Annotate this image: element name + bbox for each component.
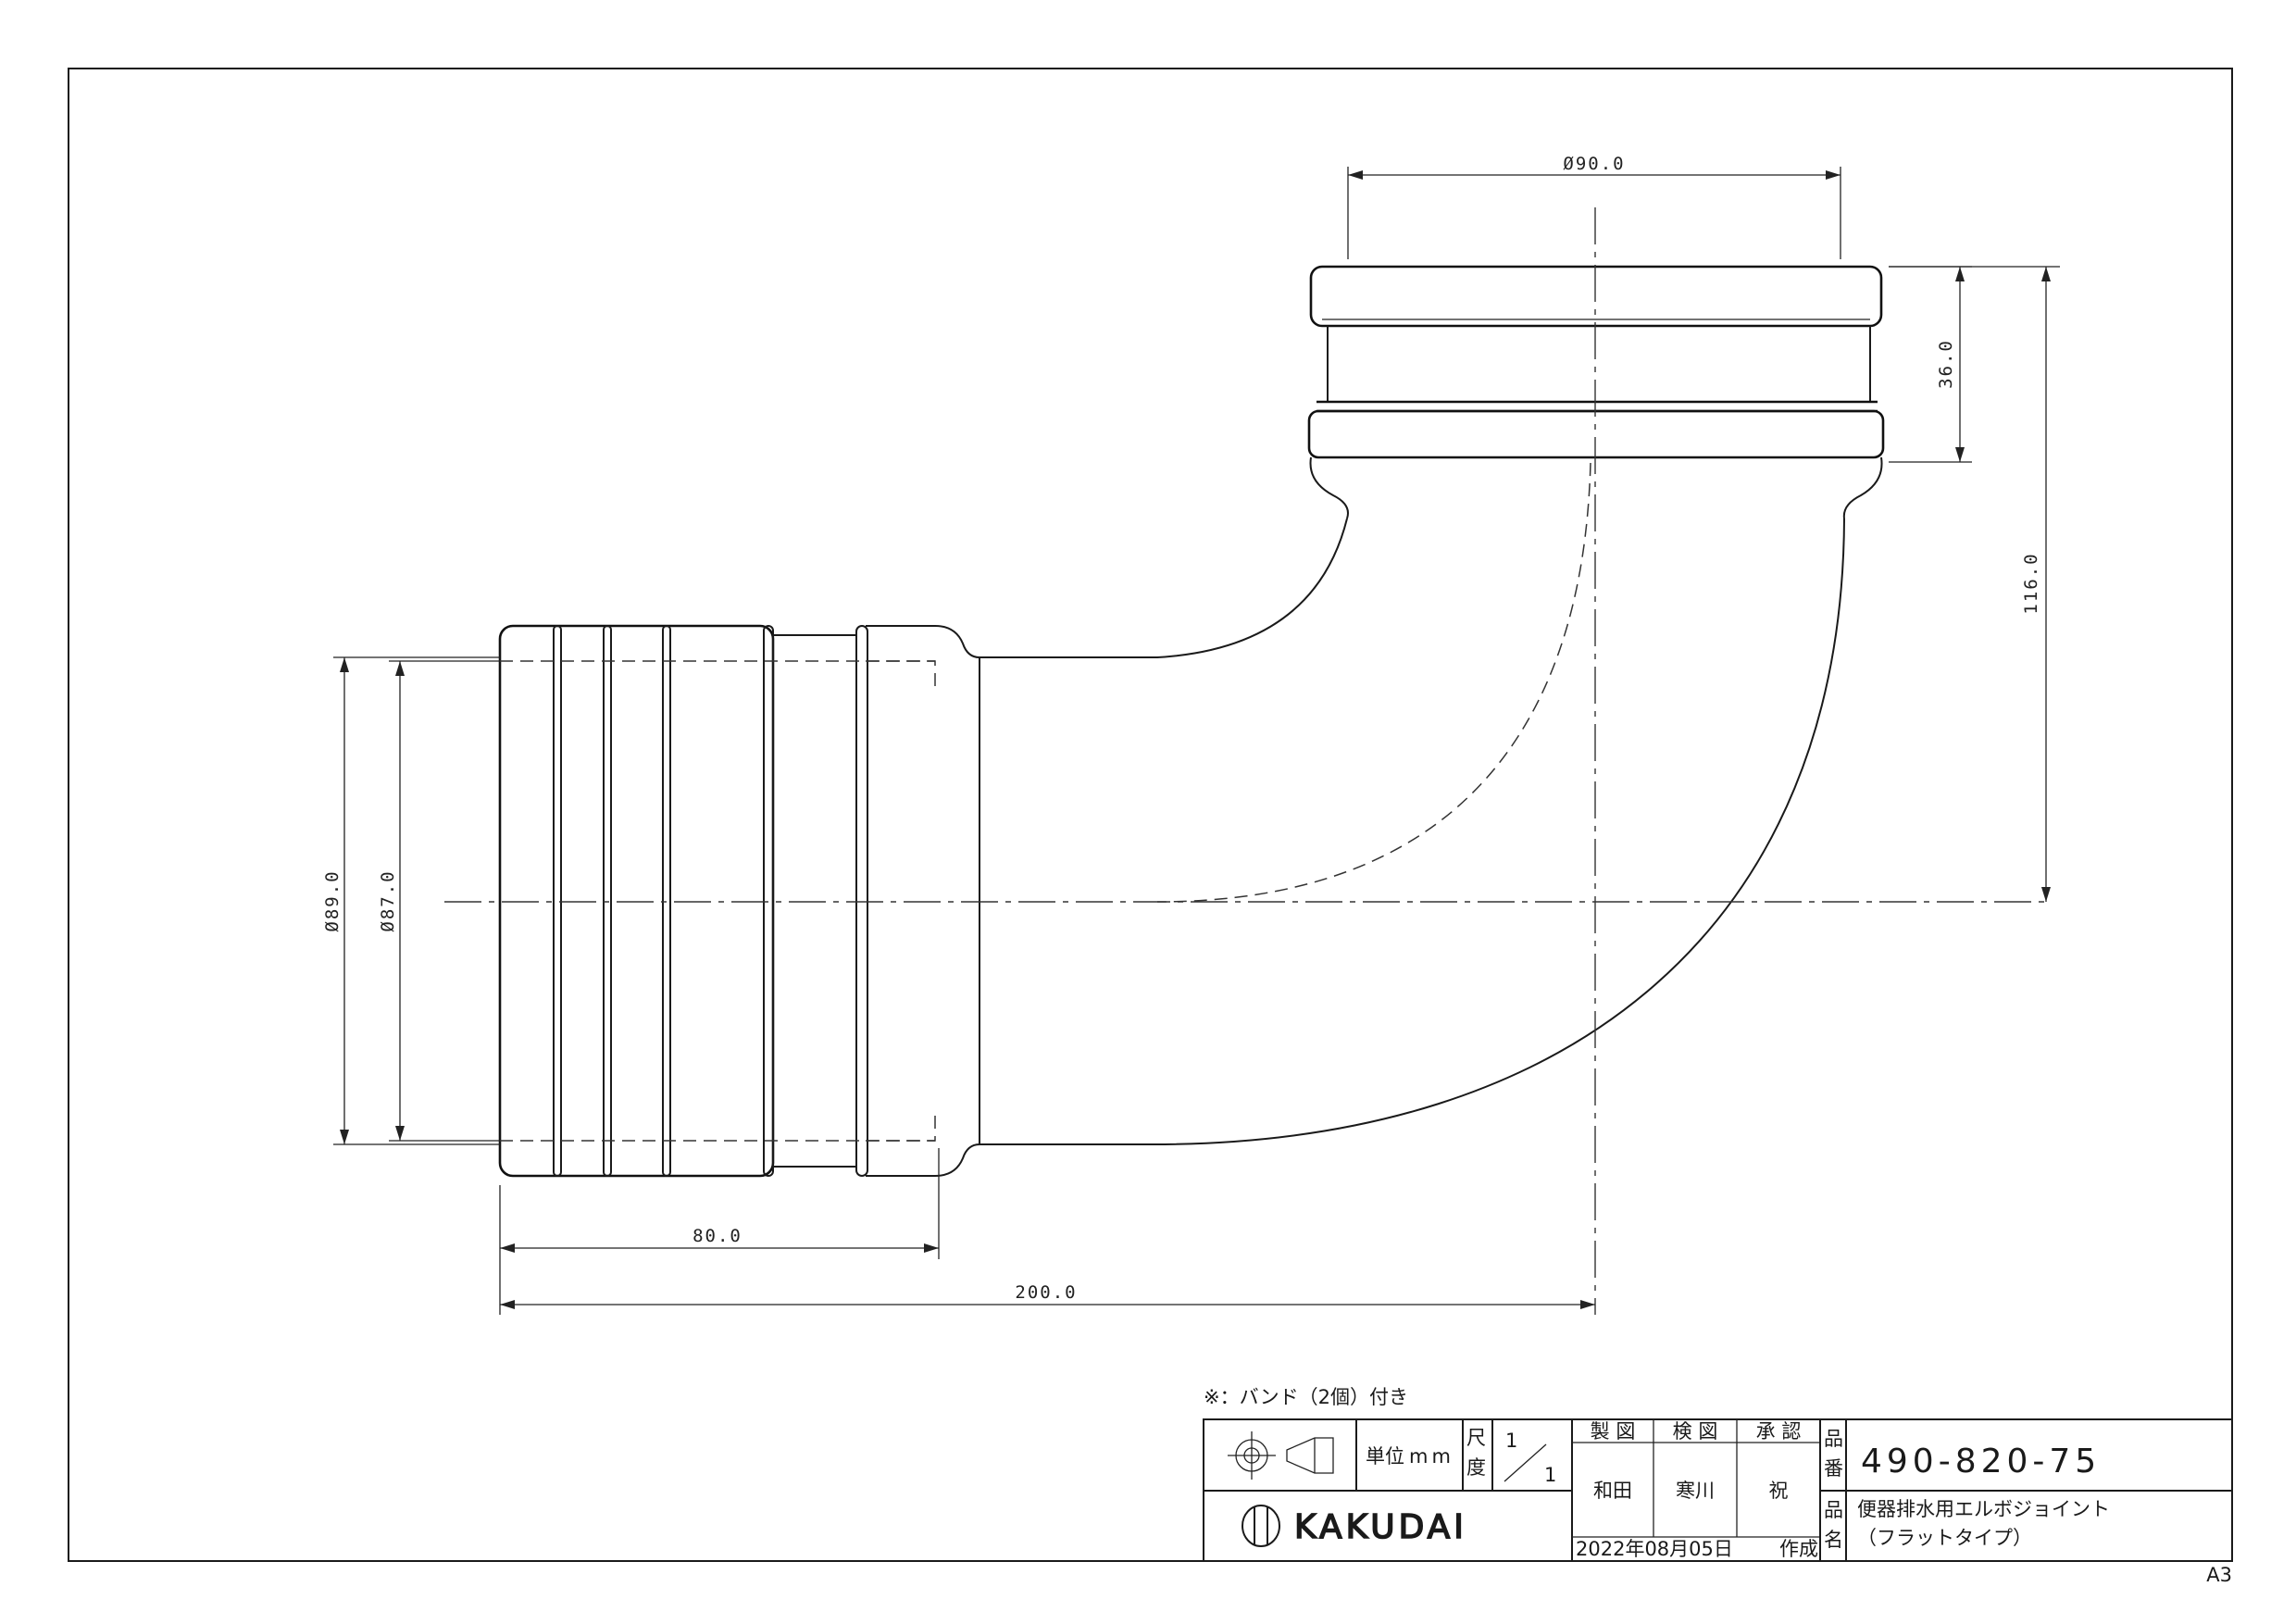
part-name-label-1: 品 xyxy=(1824,1499,1843,1521)
dim-insert-length: 80.0 xyxy=(693,1226,742,1246)
scale-numerator: 1 xyxy=(1505,1430,1517,1452)
unit-label: 単位 xyxy=(1366,1445,1404,1468)
dim-top-diameter: Ø90.0 xyxy=(1563,154,1625,174)
checked-label: 検 図 xyxy=(1673,1420,1718,1443)
elbow-joint-outline xyxy=(498,265,1885,1178)
dim-outer-diameter: Ø89.0 xyxy=(322,869,343,931)
part-name-label-2: 名 xyxy=(1824,1529,1843,1551)
scale-label-1: 尺 xyxy=(1466,1427,1486,1449)
approved-label: 承 認 xyxy=(1756,1420,1802,1443)
title-block xyxy=(1203,1418,2233,1562)
drawn-by: 和田 xyxy=(1593,1480,1632,1502)
date: 2022年08月05日 xyxy=(1576,1538,1733,1560)
dim-height: 116.0 xyxy=(2021,552,2041,614)
dim-inner-diameter: Ø87.0 xyxy=(378,869,398,931)
scale-label-2: 度 xyxy=(1466,1456,1486,1479)
unit-value: mm xyxy=(1409,1445,1454,1468)
created-label: 作成 xyxy=(1779,1538,1818,1560)
drawing-frame xyxy=(68,68,2233,1562)
part-name-line2: （フラットタイプ） xyxy=(1857,1527,2032,1549)
scale-denominator: 1 xyxy=(1544,1464,1556,1486)
part-no-label-2: 番 xyxy=(1824,1457,1843,1480)
dim-overall-length: 200.0 xyxy=(1015,1282,1077,1303)
sheet-size: A3 xyxy=(2206,1564,2232,1586)
drawn-label: 製 図 xyxy=(1591,1420,1636,1443)
dim-socket-depth: 36.0 xyxy=(1936,339,1956,389)
checked-by: 寒川 xyxy=(1676,1480,1715,1502)
approved-by: 祝 xyxy=(1769,1480,1789,1502)
part-name-line1: 便器排水用エルボジョイント xyxy=(1857,1498,2110,1520)
part-no-label-1: 品 xyxy=(1824,1428,1843,1450)
brand-logo: KAKUDAI xyxy=(1294,1508,1467,1546)
band-note: ※：バンド（2個）付き xyxy=(1204,1386,1408,1408)
dimension-lines xyxy=(333,167,2060,1315)
part-number: 490-820-75 xyxy=(1861,1443,2101,1480)
